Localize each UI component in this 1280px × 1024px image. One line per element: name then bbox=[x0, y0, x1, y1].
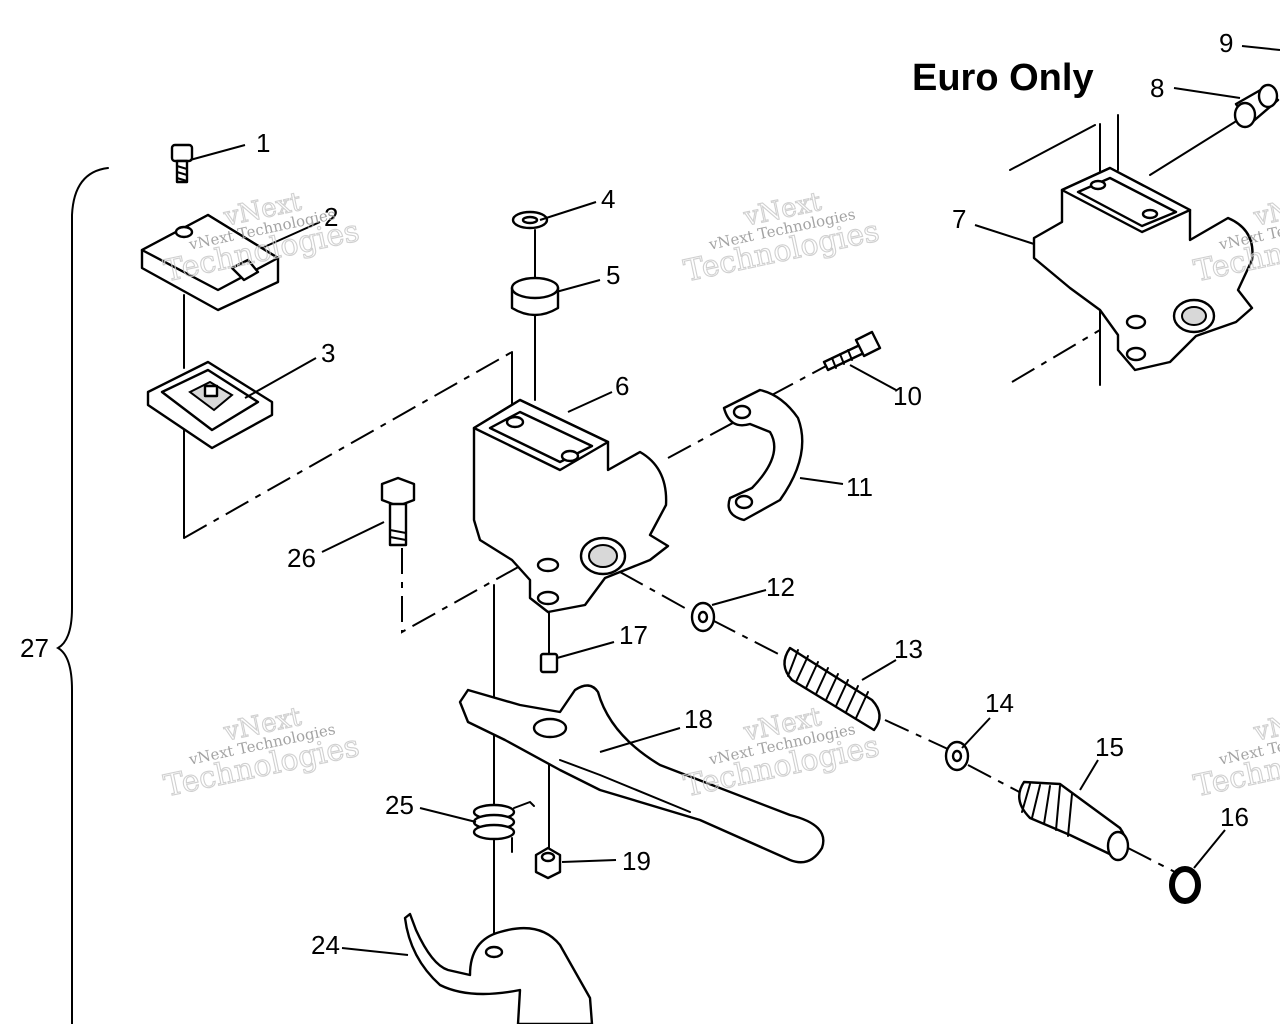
callout-19: 19 bbox=[622, 846, 651, 876]
part-5-boot bbox=[510, 276, 560, 317]
part-24-bracket bbox=[403, 912, 594, 1024]
part-10-screw bbox=[822, 330, 882, 372]
part-17-nut bbox=[539, 652, 559, 674]
euro-only-title: Euro Only bbox=[912, 57, 1094, 99]
watermark-4: vNext vNext Technologies Technologies bbox=[160, 701, 363, 804]
assembly-lines bbox=[183, 114, 1239, 941]
callout-5: 5 bbox=[606, 260, 620, 290]
part-4-washer bbox=[511, 210, 549, 230]
part-14-washer bbox=[944, 740, 970, 772]
callout-11: 11 bbox=[846, 472, 873, 502]
watermark-2: vNext vNext Technologies Technologies bbox=[680, 186, 883, 289]
callout-3: 3 bbox=[321, 338, 335, 368]
callout-1: 1 bbox=[256, 128, 270, 158]
part-11-clamp bbox=[722, 388, 804, 522]
part-13-spring bbox=[783, 646, 881, 732]
part-12-washer bbox=[690, 601, 716, 633]
callout-2: 2 bbox=[324, 202, 338, 232]
part-25-spring bbox=[472, 800, 535, 853]
callout-6: 6 bbox=[615, 371, 629, 401]
watermark-3: vNext vNext Technologies Technologies bbox=[1190, 186, 1280, 289]
assembly-bracket bbox=[55, 167, 109, 1024]
callout-26: 26 bbox=[287, 543, 316, 573]
part-3-diaphragm bbox=[146, 360, 274, 450]
callout-8: 8 bbox=[1150, 73, 1164, 103]
part-16-o-ring bbox=[1169, 866, 1201, 904]
part-1-screw bbox=[170, 143, 194, 184]
callout-12: 12 bbox=[766, 572, 795, 602]
part-6-master-cylinder bbox=[472, 398, 670, 614]
part-26-bolt bbox=[380, 476, 416, 547]
callout-numbers: 1 2 3 4 5 6 7 8 9 10 11 12 13 14 15 16 1… bbox=[20, 28, 1249, 960]
part-8-fitting bbox=[1233, 83, 1280, 129]
part-18-brake-lever bbox=[458, 684, 825, 864]
callout-15: 15 bbox=[1095, 732, 1124, 762]
callout-13: 13 bbox=[894, 634, 923, 664]
callout-27: 27 bbox=[20, 633, 49, 663]
callout-10: 10 bbox=[893, 381, 922, 411]
callout-7: 7 bbox=[952, 204, 966, 234]
part-7-euro-master-cylinder bbox=[1032, 166, 1254, 372]
callout-18: 18 bbox=[684, 704, 713, 734]
callout-24: 24 bbox=[311, 930, 340, 960]
callout-16: 16 bbox=[1220, 802, 1249, 832]
leader-lines bbox=[189, 45, 1280, 956]
watermark-6: vNext vNext Technologies Technologies bbox=[1190, 701, 1280, 804]
part-2-reservoir-cover bbox=[140, 213, 280, 312]
callout-4: 4 bbox=[601, 184, 615, 214]
callout-17: 17 bbox=[619, 620, 648, 650]
callout-14: 14 bbox=[985, 688, 1014, 718]
part-19-nut bbox=[534, 846, 562, 880]
part-15-piston bbox=[1018, 780, 1130, 862]
callout-9: 9 bbox=[1219, 28, 1233, 58]
callout-25: 25 bbox=[385, 790, 414, 820]
